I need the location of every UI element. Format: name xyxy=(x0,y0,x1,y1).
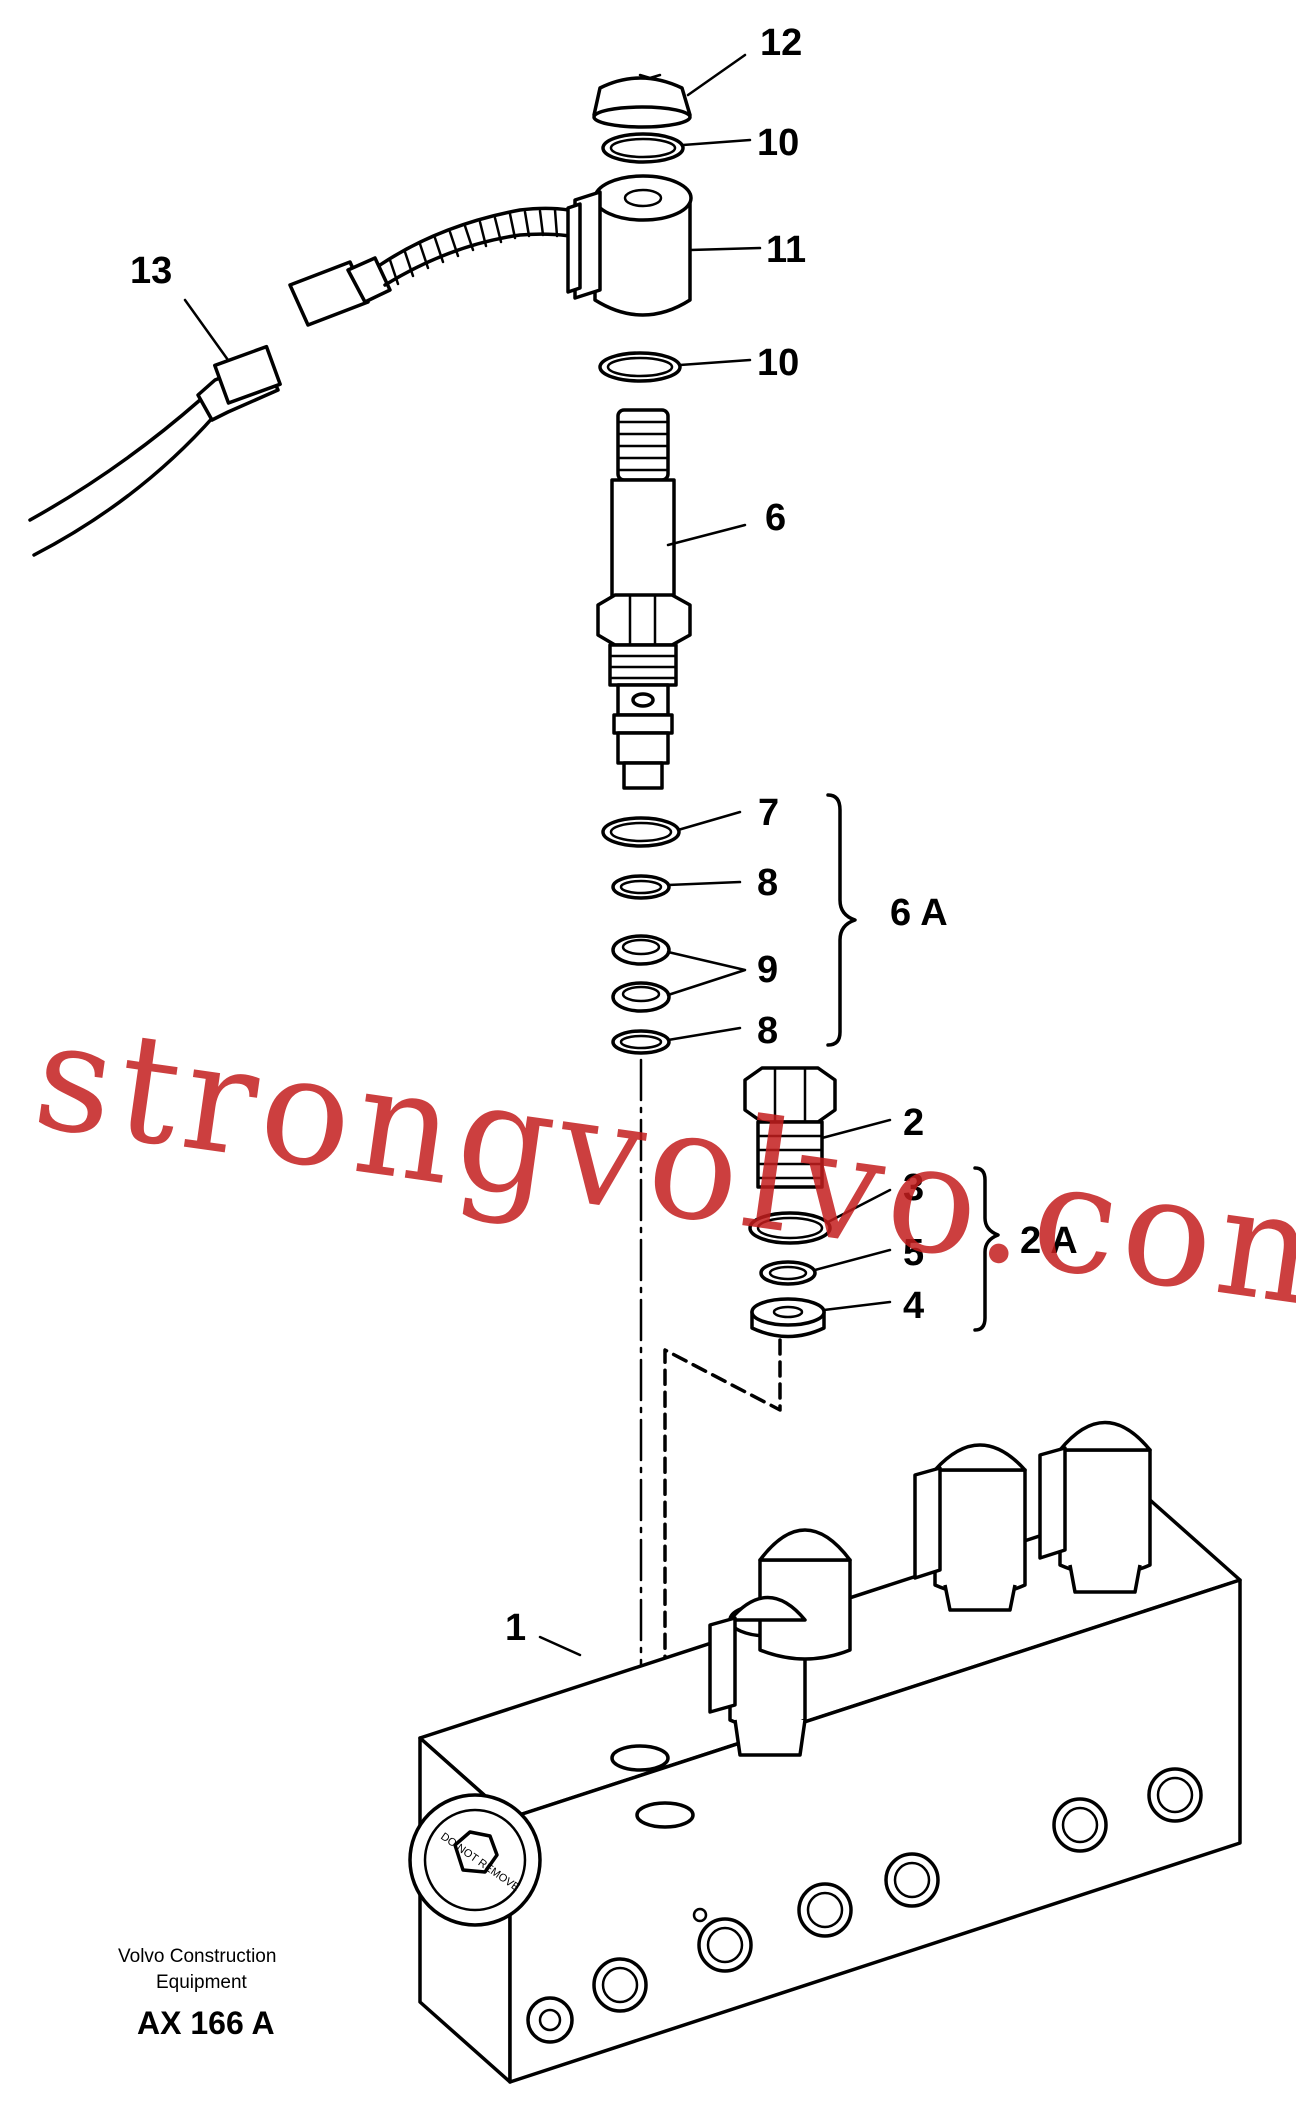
callout-8-top: 8 xyxy=(757,862,778,904)
callout-6: 6 xyxy=(765,497,786,539)
wiring-harness xyxy=(28,206,592,557)
callout-2: 2 xyxy=(903,1102,924,1144)
seal-kit-6a-rings xyxy=(601,816,681,1055)
callout-10-bottom: 10 xyxy=(757,342,799,384)
footer-drawing-id: AX 166 A xyxy=(137,2005,275,2041)
callout-4: 4 xyxy=(903,1285,924,1327)
callout-1: 1 xyxy=(505,1607,526,1649)
plug-part-2 xyxy=(743,1066,837,1189)
callout-5: 5 xyxy=(903,1232,924,1274)
callout-3: 3 xyxy=(903,1167,924,1209)
callout-8-bottom: 8 xyxy=(757,1010,778,1052)
callout-2a: 2 A xyxy=(1020,1220,1078,1262)
callout-12: 12 xyxy=(760,22,802,64)
callout-7: 7 xyxy=(758,792,779,834)
oring-part-10-bottom xyxy=(598,351,682,383)
seal-kit-2a-rings xyxy=(748,1211,832,1339)
valve-cartridge-part-6 xyxy=(596,408,692,790)
callout-11: 11 xyxy=(766,229,806,271)
leader-lines xyxy=(183,53,1000,1657)
drawing-footer: Volvo Construction Equipment AX 166 A xyxy=(118,1946,276,2041)
footer-company-line2: Equipment xyxy=(156,1972,248,1993)
assembly-path-2 xyxy=(663,1338,782,1682)
mounted-valves xyxy=(708,1420,1152,1757)
callout-9: 9 xyxy=(757,949,778,991)
oring-part-10-top xyxy=(601,132,685,164)
cap-part-12 xyxy=(592,73,692,129)
callout-10-top: 10 xyxy=(757,122,799,164)
callout-labels: 12 10 11 13 10 6 7 8 9 8 6 A 2 3 5 4 2 A… xyxy=(130,22,1078,1649)
valve-block-part-1: DO NOT REMOVE xyxy=(408,1498,1242,2084)
footer-company-line1: Volvo Construction xyxy=(118,1946,276,1967)
callout-13: 13 xyxy=(130,250,172,292)
solenoid-coil-part-11 xyxy=(566,174,693,317)
callout-6a: 6 A xyxy=(890,892,948,934)
